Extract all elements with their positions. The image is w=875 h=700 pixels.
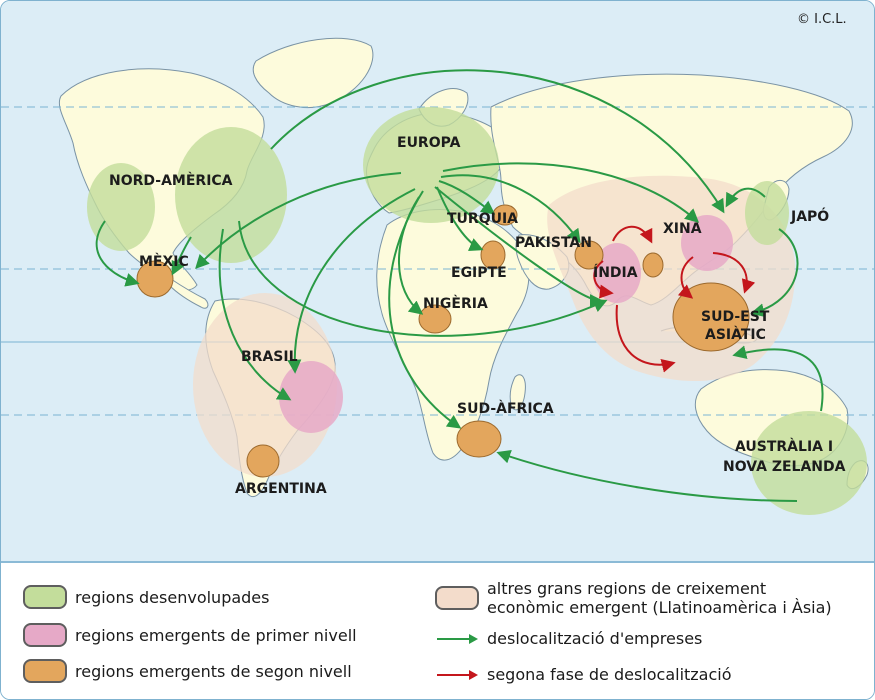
label-australia-2: NOVA ZELANDA [723,459,846,475]
emergent-second-regions [136,204,750,478]
label-egypt: EGIPTE [451,265,507,281]
arrow-europe-to-turkey [438,180,496,215]
legend-item-emergent-first: regions emergents de primer nivell [23,623,357,647]
label-southeast-asia-1: SUD-EST [701,309,770,325]
china-region [681,215,733,271]
arrow-japan-to-sea [750,228,799,318]
arrow-na-to-india [238,220,608,337]
label-north-america: NORD-AMÈRICA [109,172,233,189]
legend-label-emergent-first: regions emergents de primer nivell [75,625,357,645]
arrow-na-to-brazil [218,228,292,401]
legend-label-relocation: deslocalització d'empreses [487,629,703,648]
label-mexico: MÈXIC [139,253,189,270]
japan-region [745,181,789,245]
label-europe: EUROPA [397,135,461,151]
legend-label-other-line1: altres grans regions de creixement [487,579,767,598]
arrow-australia-to-south-africa [496,449,798,502]
arrow-japan-to-china [725,187,766,208]
arrow-europe-to-brazil [287,188,416,374]
argentina-region [246,444,280,478]
label-argentina: ARGENTINA [235,481,327,497]
label-south-africa: SUD-ÀFRICA [457,400,554,417]
turkey-region [492,204,518,226]
legend-item-relocation: deslocalització d'empreses [435,629,702,648]
legend-swatch-emergent-second [23,659,67,683]
arrow-europe-to-pakistan [440,174,581,244]
legend-arrow-second-phase [437,669,478,680]
arrow-china-to-sea-2 [712,252,756,294]
arrow-europe-to-china [442,162,700,223]
developed-regions [87,107,867,515]
madagascar [509,374,526,411]
brazil-region [279,361,343,433]
arrow-australia-to-sea [732,345,824,412]
egypt-region [480,240,506,270]
central-america [168,278,209,309]
arrow-europe-to-south-africa [388,190,462,429]
emergent-first-regions [279,215,733,433]
arrow-na-to-mexico-2 [171,236,192,276]
north-america-east-region [175,127,287,263]
label-japan: JAPÓ [790,207,829,225]
north-america-west-region [87,163,155,251]
legend-label-developed: regions desenvolupades [75,587,270,607]
legend-item-developed: regions desenvolupades [23,585,269,609]
arrow-na-to-china [270,69,725,214]
second-phase-arrows [593,225,756,373]
label-turkey: TURQUIA [447,211,518,227]
legend-item-second-phase: segona fase de deslocalització [435,665,732,684]
nigeria-region [418,304,452,334]
map-labels: NORD-AMÈRICA MÈXIC BRASIL ARGENTINA EURO… [109,135,846,497]
legend-label-emergent-second: regions emergents de segon nivell [75,661,352,681]
arrow-europe-to-egypt [436,186,484,252]
label-australia-1: AUSTRÀLIA I [735,438,833,455]
copyright: © I.C.L. [797,12,847,27]
legend-item-other-emergent: altres grans regions de creixement econò… [435,579,832,617]
legend-swatch-other-emergent [435,586,479,610]
southeast-asia-region [672,282,750,352]
label-southeast-asia-2: ASIÀTIC [705,326,766,343]
australia-region [751,411,867,515]
arrow-na-to-mexico [95,220,140,287]
label-brazil: BRASIL [241,349,298,365]
world-map: © I.C.L. NORD-AMÈRICA MÈXIC BRASIL ARGEN… [1,1,874,561]
arrow-india-to-indochina [612,225,653,244]
legend-arrow-relocation [437,633,478,644]
label-india: ÍNDIA [593,264,638,281]
indochina-region [642,252,664,278]
arrow-europe-to-sea [434,186,604,308]
south-africa-region [456,420,502,458]
legend: regions desenvolupades regions emergents… [1,561,874,699]
arrow-india-loop [593,260,614,299]
legend-item-emergent-second: regions emergents de segon nivell [23,659,352,683]
arrow-india-to-sea [615,304,676,373]
relocation-arrows [95,69,824,502]
legend-label-other-emergent: altres grans regions de creixement econò… [487,579,832,617]
label-pakistan: PAKISTAN [515,235,592,251]
arrow-europe-to-mexico [195,172,402,270]
legend-label-second-phase: segona fase de deslocalització [487,665,732,684]
pakistan-region [574,240,604,270]
label-china: XINA [663,221,702,237]
arrow-china-to-sea [677,256,694,299]
label-nigeria: NIGÈRIA [423,295,488,312]
legend-swatch-emergent-first [23,623,67,647]
legend-label-other-line2: econòmic emergent (Llatinoamèrica i Àsia… [487,598,832,617]
legend-swatch-developed [23,585,67,609]
